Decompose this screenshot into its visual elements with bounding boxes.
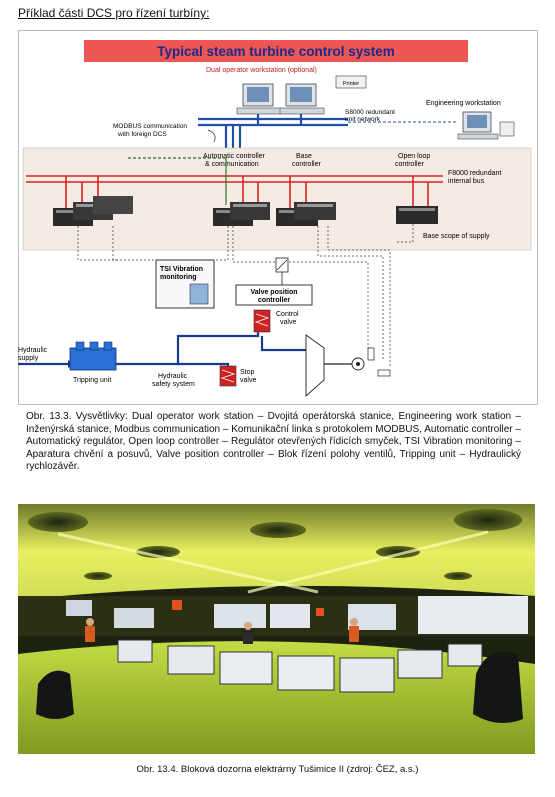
- base-controller-label: Base: [296, 153, 312, 160]
- turbine-icon: [305, 334, 325, 398]
- rack-controller: [276, 202, 336, 226]
- stop-valve-label: valve: [240, 377, 256, 384]
- turbine-control-diagram: Typical steam turbine control system Dua…: [18, 30, 538, 405]
- valve-position-label: Valve position: [250, 289, 297, 296]
- operator-chairs: [36, 651, 523, 723]
- hydraulic-supply-label: supply: [18, 355, 39, 362]
- s8000-network: [198, 114, 348, 148]
- ceiling: [18, 504, 535, 600]
- wall-display-screens: [66, 596, 528, 634]
- tsi-label: monitoring: [160, 274, 197, 281]
- desk-monitors: [117, 639, 483, 693]
- rack-controller: [396, 206, 438, 224]
- f8000-label: F8000 redundant: [448, 170, 501, 177]
- control-valve-label: valve: [280, 319, 296, 326]
- open-loop-label: controller: [395, 161, 424, 168]
- control-valve-icon: [253, 309, 271, 333]
- automatic-controller-label: & communication: [205, 161, 259, 168]
- figure-caption-photo: Obr. 13.4. Bloková dozorna elektrárny Tu…: [136, 764, 419, 775]
- open-loop-label: Open loop: [398, 153, 430, 160]
- hydraulic-safety-label: Hydraulic: [158, 373, 188, 380]
- s8000-label: S8000 redundant: [345, 109, 395, 116]
- diagram-banner: [84, 40, 468, 62]
- figure-caption-diagram: Obr. 13.3. Vysvětlivky: Dual operator wo…: [26, 411, 521, 472]
- modbus-label: with foreign DCS: [117, 131, 167, 138]
- diagram-banner-title: Typical steam turbine control system: [157, 44, 395, 59]
- tsi-label: TSI Vibration: [160, 266, 203, 273]
- speed-sensor-icon: [367, 347, 375, 361]
- printer-label: Printer: [343, 81, 359, 87]
- engineering-pc-icon: [457, 111, 515, 140]
- signal-lines: [77, 220, 414, 366]
- engineering-workstation-label: Engineering workstation: [426, 100, 501, 107]
- workstation-pc-icon: [279, 83, 325, 115]
- operators: [85, 618, 359, 644]
- control-room-photo: [18, 504, 535, 754]
- rack-controller: [213, 202, 270, 226]
- f8000-label: internal bus: [448, 178, 485, 185]
- base-controller-label: controller: [292, 161, 321, 168]
- stop-valve-label: Stop: [240, 369, 255, 376]
- f8000-bus: [26, 175, 443, 212]
- tripping-unit-icon: [69, 341, 117, 371]
- dual-operator-label: Dual operator workstation (optional): [206, 67, 317, 74]
- hydraulic-supply-label: Hydraulic: [18, 347, 48, 354]
- tripping-unit-label: Tripping unit: [73, 377, 111, 384]
- ceiling-light-icon: [454, 509, 522, 531]
- ceiling-light-icon: [376, 546, 420, 558]
- base-scope-label: Base scope of supply: [423, 233, 490, 240]
- speed-sensor-icon: [377, 369, 391, 377]
- tsi-device-icon: [189, 283, 209, 305]
- automatic-controller-label: Automatic controller: [203, 153, 266, 160]
- s8000-label: unit network: [345, 116, 381, 123]
- workstation-pc-icon: [236, 83, 282, 115]
- modbus-label: MODBUS communication: [113, 123, 187, 130]
- valve-position-box: [235, 284, 313, 306]
- page-heading: Příklad části DCS pro řízení turbíny:: [18, 6, 210, 20]
- valve-position-label: controller: [258, 297, 291, 304]
- ceiling-light-icon: [250, 522, 306, 538]
- ceiling-light-icon: [28, 512, 88, 532]
- rack-controller: [53, 196, 133, 226]
- printer-icon: [335, 75, 367, 89]
- control-valve-label: Control: [276, 311, 299, 318]
- hydraulic-safety-label: safety system: [152, 381, 195, 388]
